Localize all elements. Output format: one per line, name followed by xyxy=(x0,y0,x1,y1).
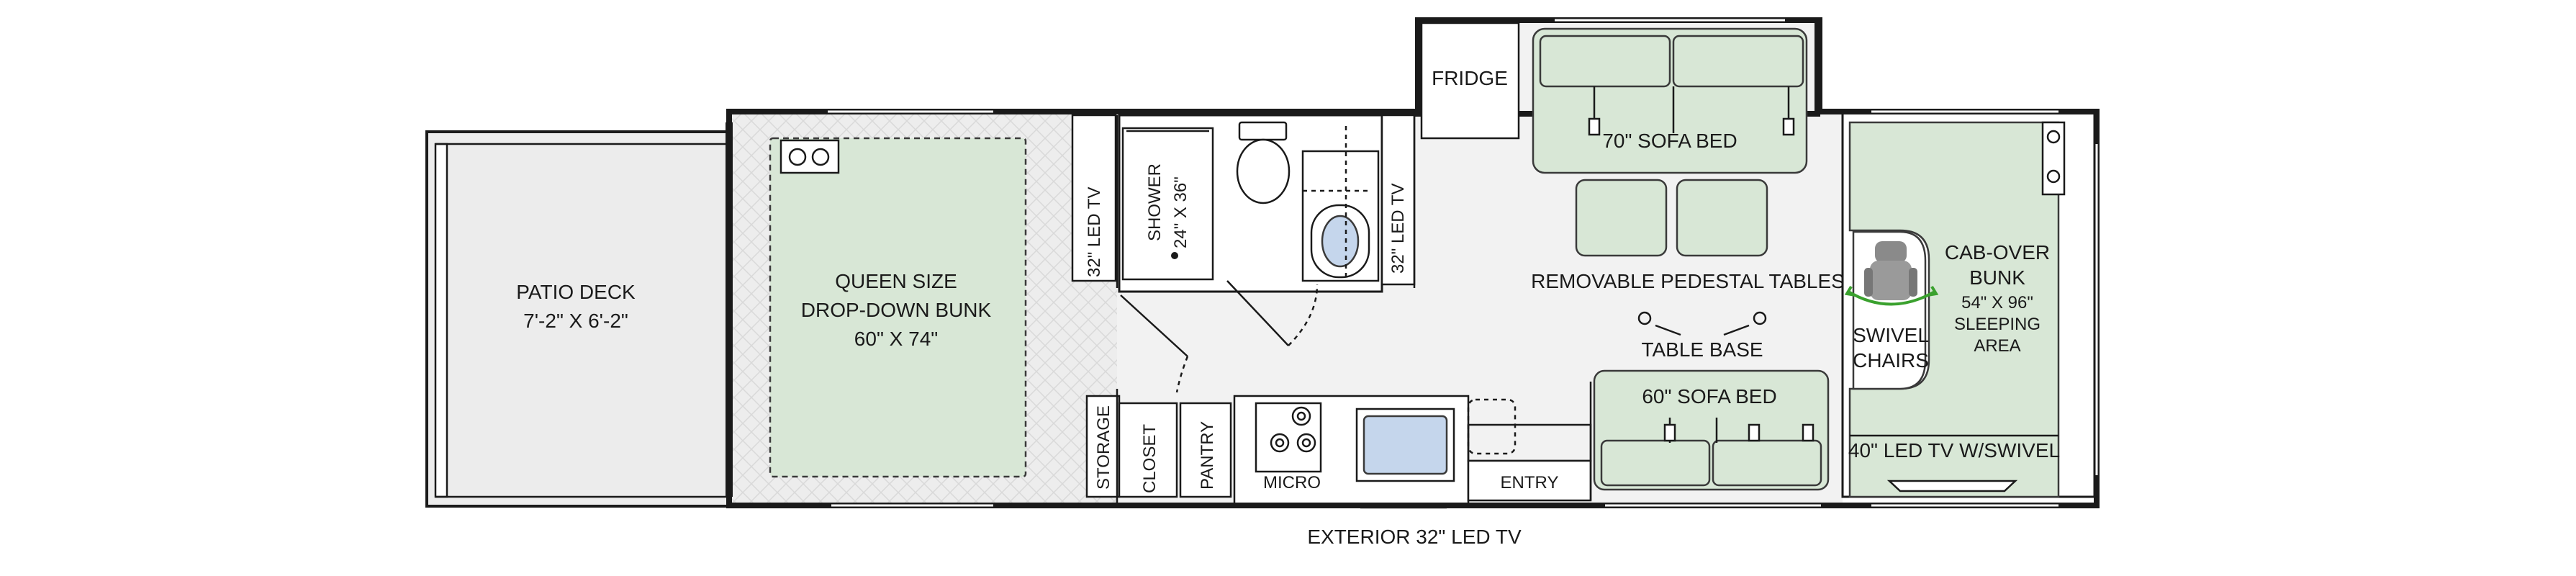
entry xyxy=(1467,459,1592,502)
table-base-label: TABLE BASE xyxy=(1641,338,1763,361)
tv-40-icon xyxy=(1886,480,2018,492)
shower-size: 24" X 36" xyxy=(1171,176,1190,248)
reading-light-icon xyxy=(811,148,830,166)
swivel-chair-icon xyxy=(1844,241,1939,306)
cab-area: CAB-OVER BUNK 54" X 96" SLEEPING AREA 40… xyxy=(1841,110,2096,504)
patio-deck-size: 7'-2" X 6'-2" xyxy=(523,310,628,332)
patio-deck: PATIO DECK 7'-2" X 6'-2" xyxy=(425,130,731,508)
queen-bunk-size: 60" X 74" xyxy=(854,328,938,350)
bath-tv-label: 32" LED TV xyxy=(1388,184,1408,274)
table-base-icon xyxy=(1637,311,1652,325)
storage-label: STORAGE xyxy=(1094,405,1113,490)
removable-tables-label: REMOVABLE PEDESTAL TABLES xyxy=(1531,270,1845,292)
sofa-bed-60: 60" SOFA BED xyxy=(1593,369,1830,491)
outer-walls xyxy=(726,17,2100,508)
swivel-chair: SWIVEL CHAIRS xyxy=(1844,230,1939,390)
micro-label: MICRO xyxy=(1263,473,1321,492)
queen-bunk-label-1: QUEEN SIZE xyxy=(835,270,957,292)
cabover-label-5: AREA xyxy=(1974,336,2020,356)
reading-light-icon xyxy=(2046,130,2061,144)
sofa-bed-70: 70" SOFA BED xyxy=(1532,27,1808,174)
cabover-label-4: SLEEPING xyxy=(1954,315,2041,334)
pedestal-tables: REMOVABLE PEDESTAL TABLES TABLE BASE xyxy=(1531,179,1845,361)
fridge xyxy=(1420,22,1520,140)
tv-40-label: 40" LED TV W/SWIVEL xyxy=(1848,439,2060,462)
reading-light-icon xyxy=(788,148,807,166)
drain-icon xyxy=(1171,252,1178,259)
closet-label: CLOSET xyxy=(1140,424,1160,493)
bathroom: SHOWER 24" X 36" xyxy=(1118,114,1383,393)
pantry-label: PANTRY xyxy=(1198,421,1217,490)
fridge-label: FRIDGE xyxy=(1432,67,1508,89)
bedroom-tv: 32" LED TV xyxy=(1071,114,1117,282)
sofa-70-label: 70" SOFA BED xyxy=(1602,130,1737,152)
closet xyxy=(1118,402,1178,498)
swivel-label-2: CHAIRS xyxy=(1853,349,1929,372)
entry-label: ENTRY xyxy=(1501,473,1559,492)
swivel-label-1: SWIVEL xyxy=(1853,324,1929,346)
kitchen-row: STORAGE CLOSET PANTRY MICRO ENTRY xyxy=(1085,382,1592,505)
shower-label: SHOWER xyxy=(1145,163,1165,241)
cabover-label-1: CAB-OVER xyxy=(1945,241,2050,264)
sofa-60-label: 60" SOFA BED xyxy=(1642,385,1776,408)
table-base-icon xyxy=(1753,311,1767,325)
cabover-size: 54" X 96" xyxy=(1961,293,2033,312)
toilet-icon xyxy=(1236,121,1291,204)
pantry xyxy=(1179,402,1232,498)
galley-sink-icon xyxy=(1362,415,1448,475)
patio-deck-label: PATIO DECK xyxy=(516,281,636,303)
bath-sink-icon xyxy=(1321,215,1360,268)
cooktop-icon xyxy=(1255,402,1322,473)
cabover-label-2: BUNK xyxy=(1969,266,2025,289)
exterior-tv-label: EXTERIOR 32" LED TV xyxy=(1307,526,1522,548)
shower xyxy=(1121,127,1214,281)
bath-tv: 32" LED TV xyxy=(1380,114,1416,286)
queen-bunk: QUEEN SIZE DROP-DOWN BUNK 60" X 74" xyxy=(769,137,1027,478)
bedroom-tv-label: 32" LED TV xyxy=(1085,187,1104,277)
reading-light-icon xyxy=(2046,169,2061,184)
queen-bunk-label-2: DROP-DOWN BUNK xyxy=(801,299,992,321)
exterior-tv: EXTERIOR 32" LED TV xyxy=(1307,506,1522,548)
